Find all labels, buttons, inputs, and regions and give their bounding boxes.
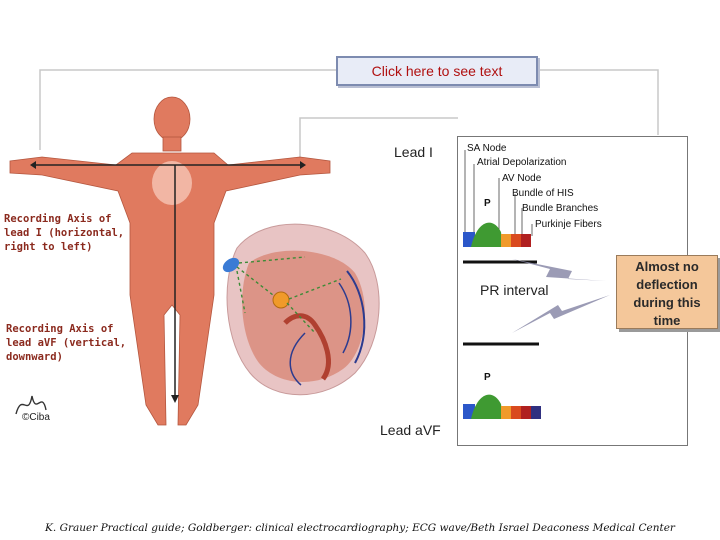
pr-interval-label: PR interval: [480, 282, 549, 298]
callout-line-2: deflection: [636, 277, 698, 292]
av-node-label: AV Node: [502, 173, 542, 184]
no-deflection-callout: Almost no deflection during this time: [616, 255, 718, 329]
sa-node-label: SA Node: [467, 143, 507, 154]
callout-line-1: Almost no: [635, 259, 699, 274]
ecg-panel: [457, 136, 688, 446]
artist-signature-icon: [15, 395, 47, 415]
lead-avf-title: Lead aVF: [380, 422, 441, 438]
bundle-of-his-label: Bundle of HIS: [512, 188, 574, 199]
callout-pointers: [512, 259, 610, 333]
ciba-credit: ©Ciba: [22, 412, 50, 423]
heart-illustration: [222, 223, 380, 396]
p-wave-label-top: P: [484, 198, 491, 209]
footer-citation: K. Grauer Practical guide; Goldberger: c…: [45, 522, 675, 534]
lead-i-axis-caption: Recording Axis of lead I (horizontal, ri…: [4, 213, 125, 253]
lead-avf-axis-caption: Recording Axis of lead aVF (vertical, do…: [6, 323, 127, 363]
ecg-waveforms: [463, 150, 541, 419]
purkinje-fibers-label: Purkinje Fibers: [535, 219, 602, 230]
p-wave-label-bottom: P: [484, 372, 491, 383]
atrial-depolarization-label: Atrial Depolarization: [477, 157, 567, 168]
bundle-branches-label: Bundle Branches: [522, 203, 599, 214]
callout-line-3: during this: [633, 295, 701, 310]
see-text-button[interactable]: Click here to see text: [336, 56, 538, 86]
callout-line-4: time: [653, 313, 681, 328]
lead-i-title: Lead I: [394, 144, 433, 160]
body-figure: [9, 96, 331, 426]
